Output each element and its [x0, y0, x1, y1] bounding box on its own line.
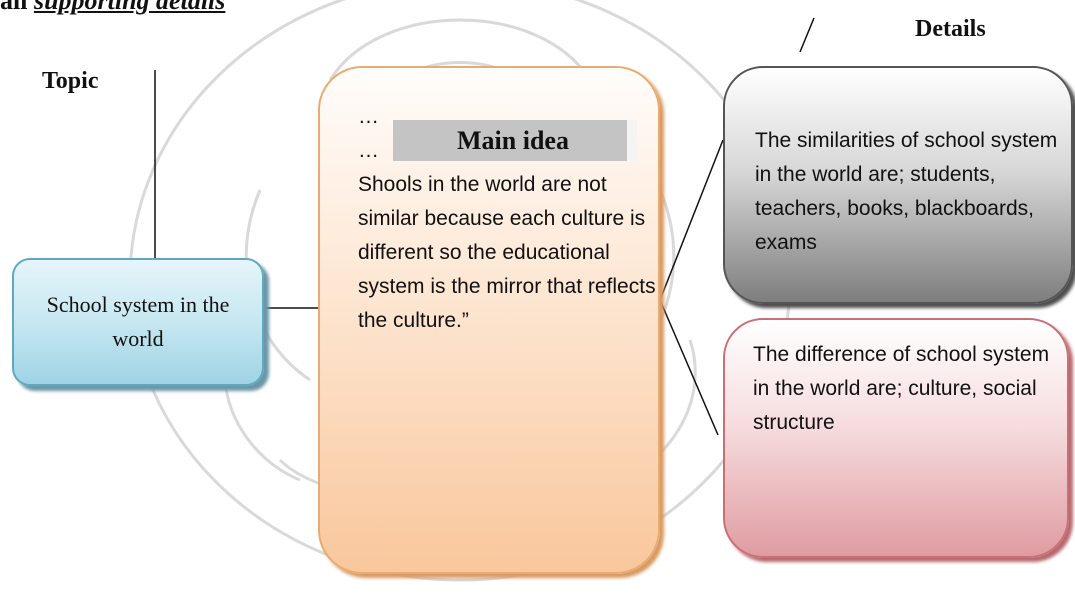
main-idea-text-block: … … Shools in the world are not similar …: [358, 100, 658, 338]
main-idea-box: … … Shools in the world are not similar …: [318, 66, 660, 574]
similarities-box: The similarities of school system in the…: [723, 66, 1073, 304]
main-idea-label-text: Main idea: [457, 125, 569, 155]
ellipsis-1: …: [358, 105, 379, 128]
main-idea-label: Main idea: [393, 120, 637, 161]
ellipsis-2: …: [358, 139, 379, 162]
topic-box: School system in the world: [12, 258, 264, 386]
main-to-differences-connector: [659, 299, 719, 436]
header-prefix: all: [0, 0, 34, 15]
header-fragment: all supporting details: [0, 0, 225, 16]
topic-box-text: School system in the world: [46, 291, 230, 351]
details-label: Details: [915, 16, 986, 42]
details-connector: [799, 17, 815, 53]
differences-box: The difference of school system in the w…: [723, 318, 1069, 558]
differences-text: The difference of school system in the w…: [753, 343, 1050, 434]
header-emphasis: supporting details: [33, 0, 226, 15]
similarities-text: The similarities of school system in the…: [755, 129, 1058, 254]
main-to-similarities-connector: [659, 139, 724, 301]
topic-label: Topic: [42, 68, 99, 94]
main-idea-text: Shools in the world are not similar beca…: [358, 173, 656, 332]
